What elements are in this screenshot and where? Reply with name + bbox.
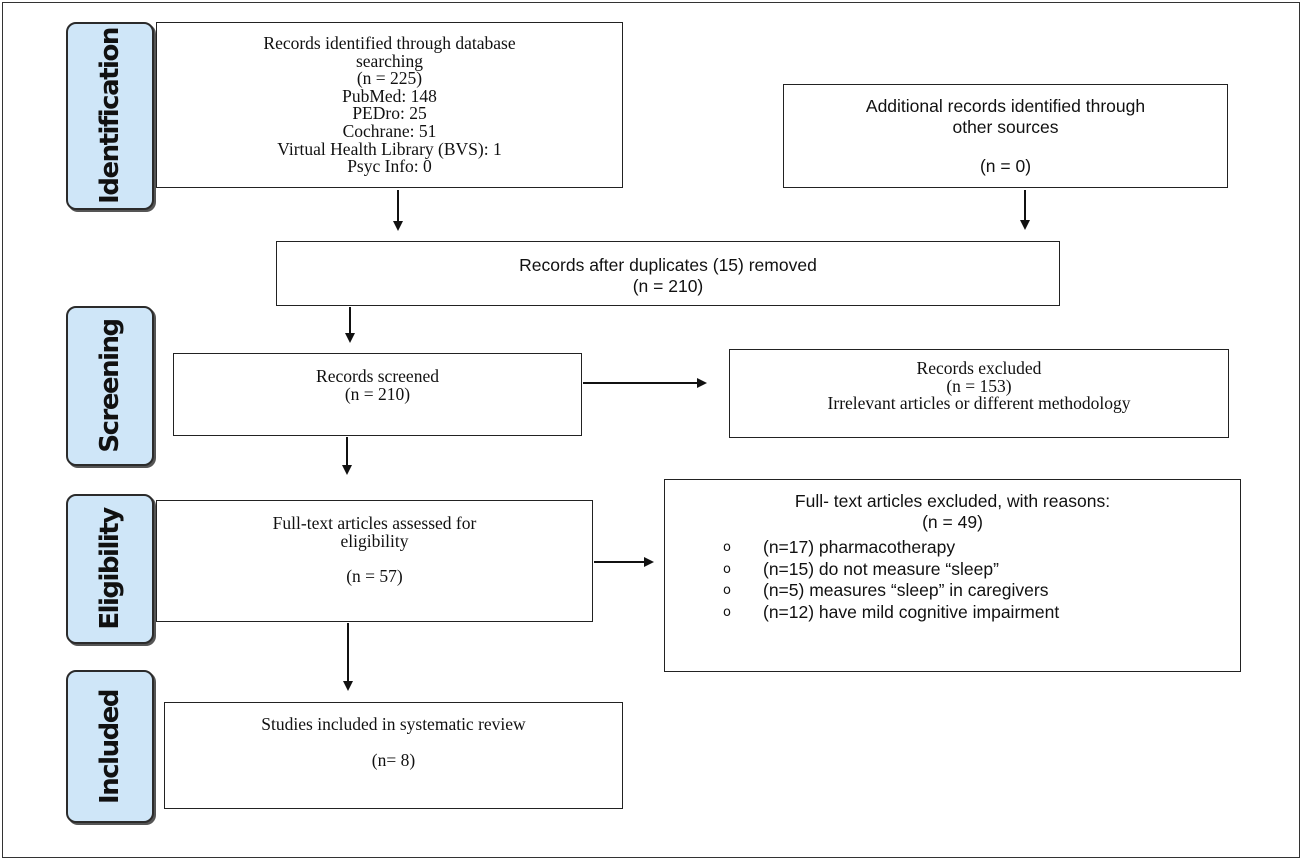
- excluded-line-1: Records excluded: [916, 358, 1042, 378]
- fulltext-count: (n = 57): [346, 566, 403, 587]
- stage-screening: Screening: [66, 306, 154, 466]
- additional-count: (n = 0): [979, 156, 1032, 176]
- stage-included: Included: [66, 670, 154, 823]
- list-item: o (n=12) have mild cognitive impairment: [665, 602, 1240, 624]
- records-identified-box: Records identified through database sear…: [156, 22, 623, 188]
- bullet-circle-icon: o: [723, 583, 731, 599]
- identified-line-2: searching: [355, 50, 424, 71]
- included-line-1: Studies included in systematic review: [261, 714, 526, 734]
- exclusion-reason: (n=15) do not measure “sleep”: [763, 558, 999, 579]
- identified-total: (n = 225): [356, 68, 423, 89]
- excluded-reason: Irrelevant articles or different methodo…: [827, 393, 1131, 414]
- records-screened-box: Records screened (n = 210): [173, 353, 582, 436]
- identified-pedro: PEDro: 25: [352, 103, 427, 124]
- stage-eligibility: Eligibility: [66, 494, 154, 644]
- additional-line-2: other sources: [952, 117, 1059, 137]
- fulltext-line-1: Full-text articles assessed for: [272, 513, 477, 533]
- identified-pubmed: PubMed: 148: [342, 85, 437, 106]
- duplicates-line-1: Records after duplicates (15) removed: [519, 255, 817, 275]
- exclusion-reasons-list: o (n=17) pharmacotherapy o (n=15) do not…: [665, 537, 1240, 623]
- included-count: (n= 8): [371, 749, 416, 770]
- excluded-count: (n = 153): [946, 375, 1012, 396]
- exclusion-reason: (n=5) measures “sleep” in caregivers: [763, 580, 1049, 601]
- screened-line-1: Records screened: [316, 366, 439, 386]
- fulltext-assessed-box: Full-text articles assessed for eligibil…: [156, 500, 593, 622]
- records-excluded-box: Records excluded (n = 153) Irrelevant ar…: [729, 349, 1229, 438]
- list-item: o (n=5) measures “sleep” in caregivers: [665, 580, 1240, 602]
- stage-identification: Identification: [66, 22, 154, 210]
- bullet-circle-icon: o: [723, 540, 731, 556]
- duplicates-count: (n = 210): [632, 276, 704, 296]
- identified-bvs: Virtual Health Library (BVS): 1: [277, 138, 502, 159]
- exclusion-reason: (n=17) pharmacotherapy: [763, 537, 956, 558]
- identified-cochrane: Cochrane: 51: [342, 120, 437, 141]
- list-item: o (n=15) do not measure “sleep”: [665, 559, 1240, 581]
- additional-records-box: Additional records identified through ot…: [783, 84, 1228, 188]
- fulltext-excluded-count: (n = 49): [922, 512, 983, 532]
- identified-psycinfo: Psyc Info: 0: [347, 156, 432, 177]
- fulltext-excluded-title: Full- text articles excluded, with reaso…: [794, 491, 1111, 511]
- fulltext-excluded-box: Full- text articles excluded, with reaso…: [664, 479, 1241, 672]
- studies-included-box: Studies included in systematic review (n…: [164, 702, 623, 809]
- fulltext-line-2: eligibility: [340, 530, 409, 551]
- exclusion-reason: (n=12) have mild cognitive impairment: [763, 601, 1060, 622]
- identified-line-1: Records identified through database: [263, 33, 516, 53]
- additional-line-1: Additional records identified through: [865, 96, 1146, 116]
- bullet-circle-icon: o: [723, 561, 731, 577]
- screened-count: (n = 210): [344, 383, 411, 404]
- duplicates-removed-box: Records after duplicates (15) removed (n…: [276, 241, 1060, 306]
- bullet-circle-icon: o: [723, 604, 731, 620]
- list-item: o (n=17) pharmacotherapy: [665, 537, 1240, 559]
